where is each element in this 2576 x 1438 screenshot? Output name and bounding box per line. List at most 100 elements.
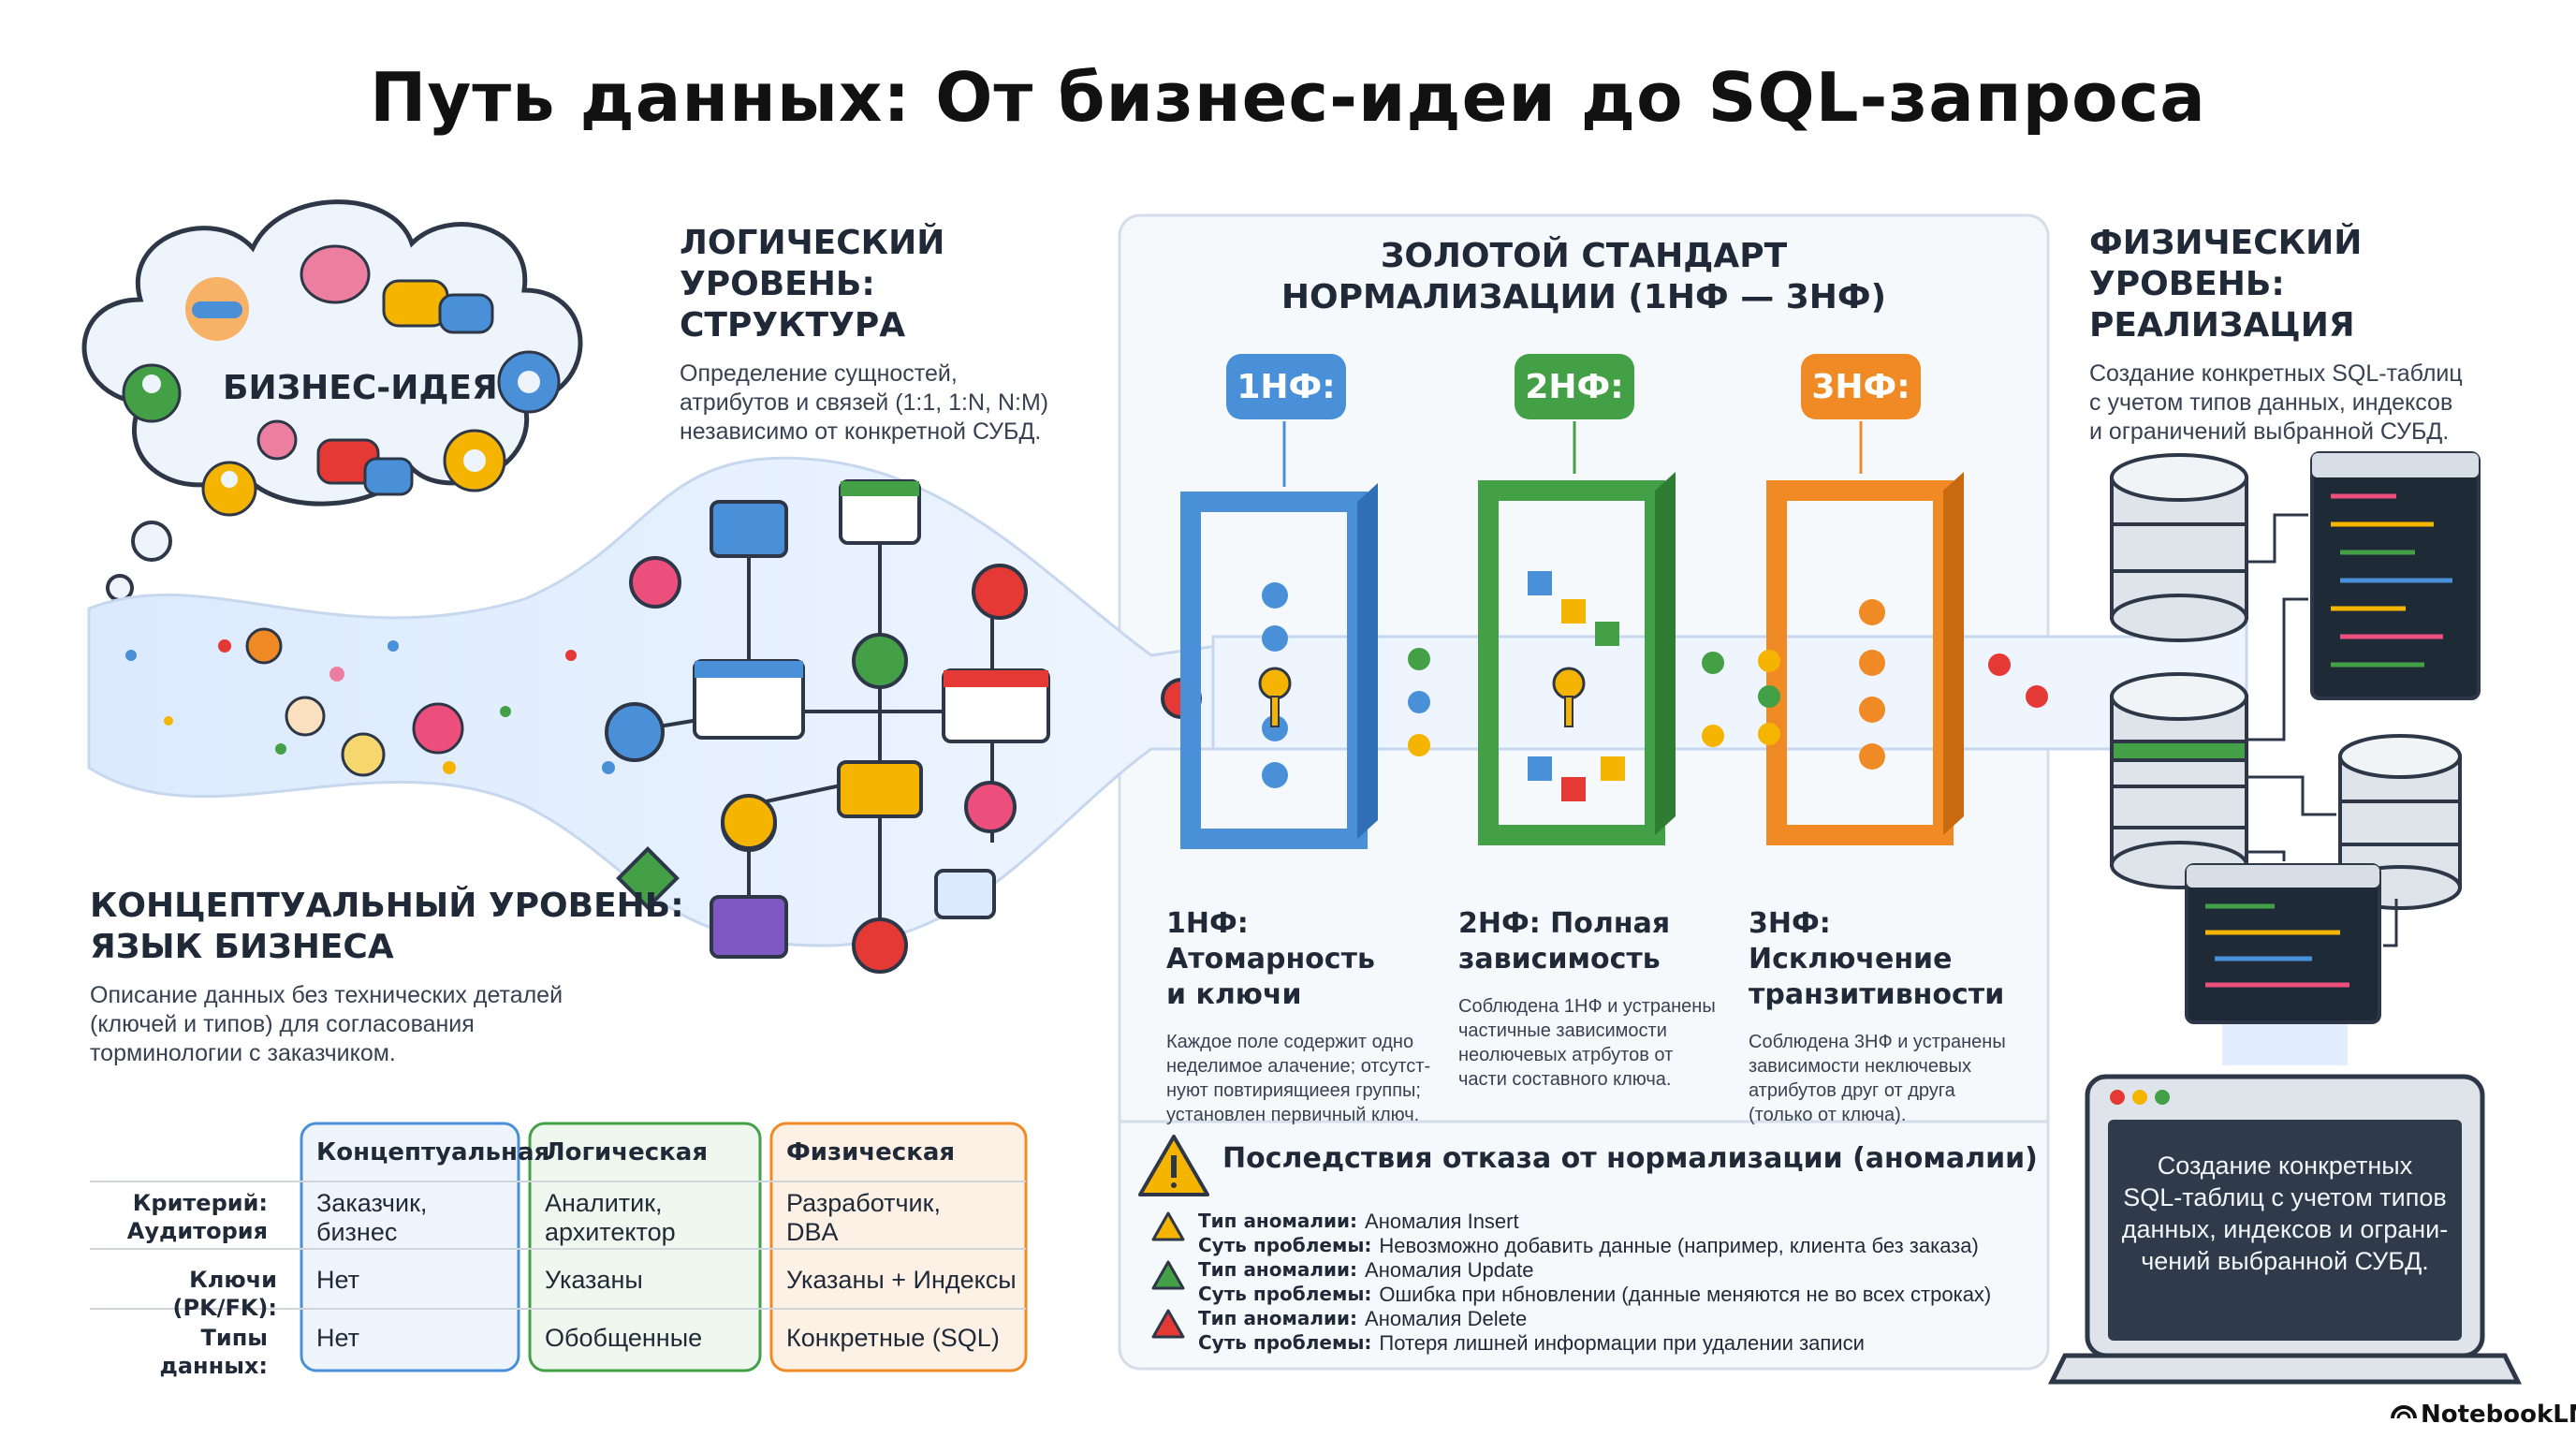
normalization-title: ЗОЛОТОЙ СТАНДАРТ НОРМАЛИЗАЦИИ (1НФ — 3НФ… [1120, 236, 2048, 318]
physical-description: с учетом типов данных, индексов [2089, 389, 2453, 416]
table-header-conceptual: Концептуальная [316, 1138, 550, 1167]
nf2-block: 2НФ: Полная зависимость Соблюдена 1НФ и … [1458, 906, 1739, 1092]
chat-bubble-icon [316, 438, 414, 496]
person-icon [122, 363, 182, 423]
table-header-physical: Физическая [786, 1138, 956, 1167]
cell-text: DBA [786, 1218, 839, 1246]
key-icon [1552, 667, 1586, 727]
gear-icon [256, 419, 298, 461]
nf1-heading: 1НФ: Атомарность [1166, 907, 1375, 976]
anomaly-problem-label: Суть проблемы: [1198, 1283, 1372, 1305]
nf3-description: зависимости неключевых [1749, 1056, 1971, 1077]
cell-text: Конкретные (SQL) [786, 1324, 1000, 1352]
logical-description: атрибутов и связей (1:1, 1:N, N:M) [680, 389, 1049, 416]
gear-icon [497, 350, 561, 414]
criterion-label: Критерий: [132, 1190, 268, 1216]
flow-particles [125, 639, 615, 774]
laptop-text-line: данных, индексов и ограни- [2121, 1215, 2449, 1243]
table-header-logical: Логическая [545, 1138, 709, 1167]
criterion-label: Аудитория [126, 1218, 268, 1244]
conceptual-section: КОНЦЕПТУАЛЬНЫЙ УРОВЕНЬ: ЯЗЫК БИЗНЕСА Опи… [90, 886, 689, 1068]
nf3-description: (только от ключа). [1749, 1105, 1907, 1125]
nf1-badge: 1НФ: [1226, 354, 1346, 419]
cell-text: архитектор [545, 1218, 676, 1246]
nf2-description: части составного ключа. [1458, 1069, 1672, 1090]
cell-text: Указаны [545, 1266, 643, 1294]
anomaly-problem-label: Суть проблемы: [1198, 1234, 1372, 1256]
nf1-heading: и ключи [1166, 978, 1302, 1011]
anomaly-problem: Невозможно добавить данные (например, кл… [1379, 1234, 1979, 1257]
anomaly-problem: Ошибка при нбновлении (данные меняются н… [1379, 1283, 1992, 1306]
nf2-heading: зависимость [1458, 943, 1661, 976]
warning-icon [1151, 1211, 1185, 1241]
physical-description: и ограничений выбранной СУБД. [2089, 418, 2450, 445]
key-icon [1258, 667, 1292, 727]
conceptual-title: ЯЗЫК БИЗНЕСА [90, 928, 394, 966]
nf2-description: Соблюдена 1НФ и устранены [1458, 996, 1716, 1017]
laptop-text-line: Создание конкретных [2157, 1152, 2413, 1180]
anomaly-type-label: Тип аномалии: [1198, 1307, 1358, 1329]
logical-description: независимо от конкретной СУБД. [680, 418, 1042, 445]
cell-text: Обобщенные [545, 1324, 703, 1352]
notebooklm-logo-icon [2391, 1405, 2417, 1419]
warning-icon [1151, 1260, 1185, 1290]
cell-text: бизнес [316, 1218, 398, 1246]
table-cell: Заказчик, бизнес [316, 1189, 427, 1247]
laptop-text-line: чений выбранной СУБД. [2141, 1247, 2429, 1275]
anomaly-row: Суть проблемы: Потеря лишней информации … [1198, 1331, 2041, 1356]
criterion-label: Ключи (PK/FK): [172, 1267, 277, 1321]
code-window-icon [2310, 451, 2481, 700]
check-icon [285, 696, 326, 737]
logical-title: ЛОГИЧЕСКИЙ УРОВЕНЬ: [680, 224, 945, 303]
laptop-icon [2047, 1074, 2523, 1385]
brain-icon [300, 244, 371, 304]
cell-text: Заказчик, [316, 1189, 428, 1217]
conceptual-description: торминологии с заказчиком. [90, 1040, 396, 1066]
table-row: Критерий: Аудитория [90, 1189, 268, 1245]
anomaly-type: Аномалия Insert [1365, 1210, 1519, 1233]
nf2-description: частичные зависимости [1458, 1020, 1667, 1041]
normalization-title-line: ЗОЛОТОЙ СТАНДАРТ [1380, 237, 1788, 275]
laptop-screen-text: Создание конкретных SQL-таблиц с учетом … [2108, 1150, 2462, 1277]
code-window-icon [2185, 863, 2381, 1024]
table-cell: Разработчик, DBA [786, 1189, 941, 1247]
page-title: Путь данных: От бизнес-идеи до SQL-запро… [370, 58, 2206, 137]
anomalies-title: Последствия отказа от нормализации (аном… [1222, 1142, 2038, 1175]
anomaly-row: Суть проблемы: Невозможно добавить данны… [1198, 1234, 2041, 1258]
person-icon [201, 461, 257, 517]
notebooklm-logo: NotebookLM [2421, 1401, 2576, 1429]
nf2-badge: 2НФ: [1515, 354, 1634, 419]
physical-section: ФИЗИЧЕСКИЙ УРОВЕНЬ: РЕАЛИЗАЦИЯ Создание … [2089, 223, 2557, 447]
nf1-description: нуют повтириящиеея группы; [1166, 1080, 1421, 1101]
anomaly-type-label: Тип аномалии: [1198, 1210, 1358, 1232]
gear-icon [443, 429, 506, 492]
physical-description: Создание конкретных SQL-таблиц [2089, 360, 2463, 387]
nf3-description: Соблюдена 3НФ и устранены [1749, 1032, 2006, 1052]
anomaly-type: Аномалия Delete [1365, 1307, 1528, 1330]
nf3-badge: 3НФ: [1801, 354, 1921, 419]
cell-text: Разработчик, [786, 1189, 941, 1217]
database-icon [2110, 453, 2248, 642]
warning-icon [1138, 1135, 1209, 1196]
conceptual-title: КОНЦЕПТУАЛЬНЫЙ УРОВЕНЬ: [90, 887, 684, 925]
business-idea-label: БИЗНЕС-ИДЕЯ [223, 369, 498, 407]
nf3-heading: 3НФ: Исключение [1749, 907, 1953, 976]
database-icon [2110, 672, 2248, 889]
frame-2nf [1478, 472, 1676, 845]
handshake-icon [185, 277, 249, 341]
entity-boxes [616, 479, 1050, 959]
table-row: Типы данных: [90, 1324, 268, 1380]
flow-dots-norm [1408, 648, 2048, 756]
logical-section: ЛОГИЧЕСКИЙ УРОВЕНЬ: СТРУКТУРА Определени… [680, 223, 1110, 447]
nf3-heading: транзитивности [1749, 978, 2005, 1011]
nf1-description: установлен первичный ключ. [1166, 1105, 1420, 1125]
nf3-block: 3НФ: Исключение транзитивности Соблюдена… [1749, 906, 2039, 1127]
lightbulb-icon [341, 732, 386, 777]
logical-description: Определение сущностей, [680, 360, 958, 387]
chat-bubble-icon [382, 279, 494, 334]
anomaly-problem: Потеря лишней информации при удалении за… [1379, 1331, 1865, 1355]
physical-title: РЕАЛИЗАЦИЯ [2089, 306, 2355, 345]
table-cell: Аналитик, архитектор [545, 1189, 676, 1247]
cell-text: Аналитик, [545, 1189, 663, 1217]
